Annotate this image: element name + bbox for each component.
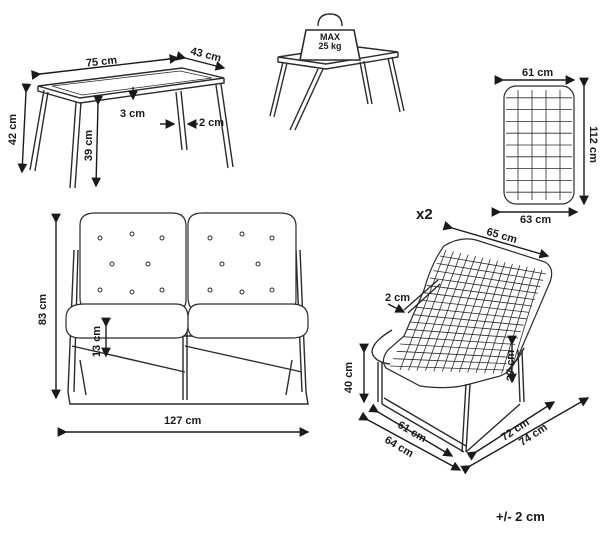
chair-quantity-label: x2: [416, 206, 433, 223]
tolerance-note: +/- 2 cm: [496, 509, 545, 524]
table-top-thickness-label: 3 cm: [120, 108, 146, 120]
cushion-top-width-label: 61 cm: [522, 67, 554, 79]
cushion-bottom-width-label: 63 cm: [520, 214, 552, 226]
chair-frame-thickness-label: 2 cm: [385, 292, 411, 304]
max-load-value: 25 kg: [318, 41, 342, 52]
max-load-badge: MAX 25 kg: [306, 32, 354, 52]
chair-armrest-height-label: 27 cm: [505, 349, 518, 382]
weight-icon: [299, 13, 361, 61]
loveseat-dimension-lines: [51, 213, 310, 437]
table-leg-height-label: 39 cm: [83, 129, 96, 162]
seat-cushion-drawing: [503, 85, 575, 205]
chair-seat-height-label: 40 cm: [343, 361, 356, 394]
coffee-table-dimension-lines: [17, 51, 226, 188]
seat-cushion-dimension-lines: [491, 75, 589, 217]
lounge-chair-dimension-lines: [358, 220, 590, 475]
cushion-length-label: 112 cm: [586, 126, 599, 163]
loveseat-height-label: 83 cm: [37, 293, 50, 326]
loveseat-drawing: [65, 212, 309, 405]
loveseat-width-label: 127 cm: [164, 415, 202, 427]
loveseat-seat-height-label: 13 cm: [91, 325, 104, 358]
max-load-title: MAX: [320, 32, 340, 42]
table-leg-width-label: 2 cm: [199, 117, 225, 129]
table-height-label: 42 cm: [7, 113, 20, 146]
